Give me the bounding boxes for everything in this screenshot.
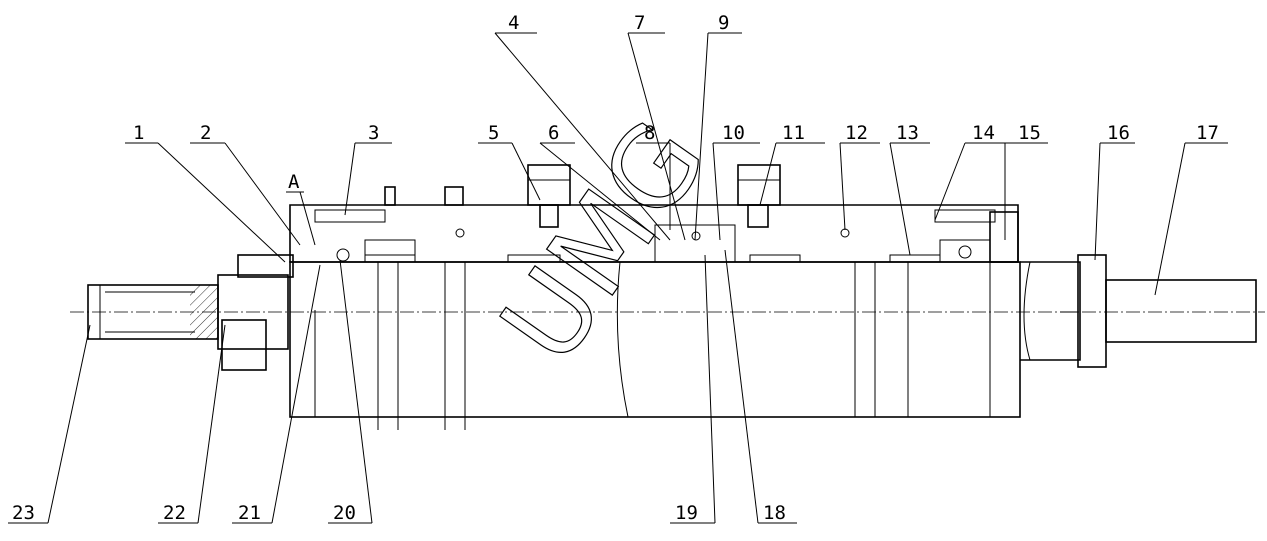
callout-leader — [694, 32, 709, 241]
callout-label: 3 — [368, 122, 379, 144]
callout-label: 12 — [845, 122, 868, 144]
callout-label: 11 — [782, 122, 805, 144]
watermark-logo: UMG — [476, 97, 732, 385]
callout-label: 18 — [763, 502, 786, 524]
callout-23: 23 — [8, 324, 91, 524]
callout-label: 20 — [333, 502, 356, 524]
callout-leader — [271, 264, 321, 524]
callout-label: 6 — [548, 122, 559, 144]
callout-22: 22 — [158, 324, 226, 524]
callout-leader — [224, 142, 301, 246]
callout-6: 6 — [539, 122, 661, 241]
callout-leader — [934, 142, 966, 221]
callout-18: 18 — [724, 249, 797, 524]
callout-label: 9 — [718, 12, 729, 34]
callout-10: 10 — [712, 122, 760, 241]
callout-label: 15 — [1018, 122, 1041, 144]
callout-19: 19 — [670, 254, 716, 524]
port-fitting-5 — [527, 164, 571, 228]
callout-leader — [759, 142, 777, 206]
callout-15: 15 — [1004, 122, 1048, 240]
callout-leader — [627, 32, 686, 241]
callout-leader — [539, 142, 661, 241]
callout-label: 21 — [238, 502, 261, 524]
callout-14: 14 — [934, 122, 1005, 221]
callout-leader — [157, 142, 286, 263]
callout-leader — [839, 142, 846, 231]
callout-label: 13 — [896, 122, 919, 144]
callout-leader — [339, 259, 373, 524]
callout-label: 2 — [200, 122, 211, 144]
section-mark-a: A — [288, 171, 300, 193]
cylinder-body — [289, 261, 1031, 430]
callout-17: 17 — [1154, 122, 1228, 296]
callout-20: 20 — [328, 259, 373, 524]
callout-1: 1 — [125, 122, 286, 263]
callout-label: 19 — [675, 502, 698, 524]
callout-9: 9 — [694, 12, 742, 241]
callout-label: 5 — [488, 122, 499, 144]
callout-leader — [712, 142, 721, 241]
callout-11: 11 — [759, 122, 825, 206]
callout-12: 12 — [839, 122, 880, 231]
callout-leader — [889, 142, 911, 256]
right-shaft-end — [1020, 254, 1257, 368]
callout-leader — [1154, 142, 1186, 296]
callout-label: 16 — [1107, 122, 1130, 144]
callout-label: 4 — [508, 12, 519, 34]
callout-leader — [494, 32, 671, 241]
callout-16: 16 — [1094, 122, 1135, 261]
callout-leader — [1094, 142, 1101, 261]
callout-21: 21 — [232, 264, 321, 524]
callout-label: 1 — [133, 122, 144, 144]
callout-leader — [511, 142, 541, 201]
callout-label: 7 — [634, 12, 645, 34]
callout-5: 5 — [478, 122, 541, 201]
left-shaft-end — [87, 274, 289, 371]
callout-label: 17 — [1196, 122, 1219, 144]
port-fitting-11 — [737, 164, 781, 228]
callout-13: 13 — [889, 122, 930, 256]
callout-label: 22 — [163, 502, 186, 524]
callout-leader — [704, 254, 716, 524]
callout-label: 8 — [644, 122, 655, 144]
callout-3: 3 — [344, 122, 392, 216]
svg-text:UMG: UMG — [476, 98, 730, 385]
callout-label: 14 — [972, 122, 995, 144]
callout-leader — [344, 142, 356, 216]
callout-leader — [47, 324, 91, 524]
callout-label: 23 — [12, 502, 35, 524]
callout-2: 2 — [190, 122, 301, 246]
callout-7: 7 — [627, 12, 686, 241]
callout-8: 8 — [636, 122, 671, 230]
callout-4: 4 — [494, 12, 671, 241]
callout-label: 10 — [722, 122, 745, 144]
callout-leader — [724, 249, 759, 524]
callout-leader — [197, 324, 226, 524]
